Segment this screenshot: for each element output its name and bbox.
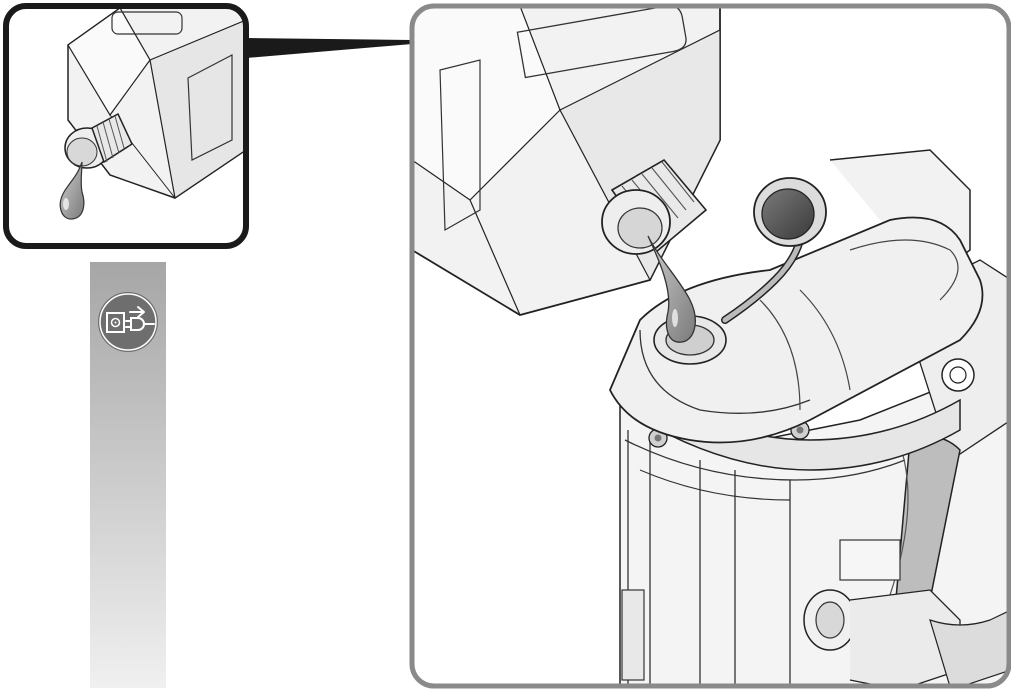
detail-panel: [409, 3, 1011, 689]
oil-drop-icon: [647, 235, 696, 343]
inset-panel: [3, 3, 249, 249]
oil-canister-icon: [412, 6, 721, 316]
oil-canister-icon: [59, 7, 246, 220]
canister-neck: [64, 112, 133, 169]
unplug-power-icon: [98, 292, 158, 352]
callout-connector: [246, 38, 412, 58]
canister-neck: [601, 158, 708, 255]
filler-cap-icon: [721, 177, 827, 324]
